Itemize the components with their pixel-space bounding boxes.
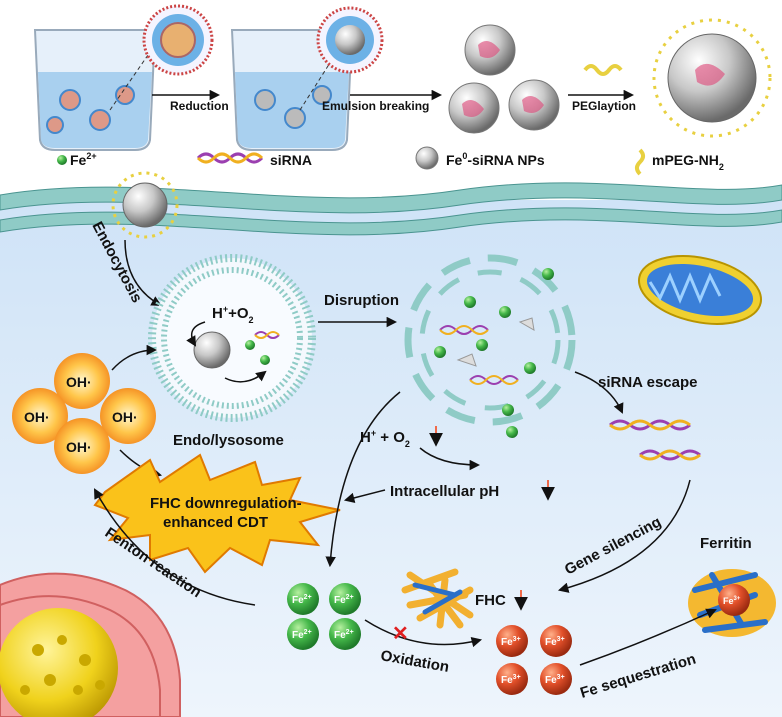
step-emulsion-label: Emulsion breaking [322, 99, 429, 113]
oh-radical-4: OH· [66, 439, 92, 455]
beaker-2 [230, 29, 354, 151]
arrow-h-o2 [186, 321, 206, 347]
arrow-oxidation [364, 619, 483, 648]
legend-nps: Fe0-siRNA NPs [446, 151, 545, 168]
oh-radical-1: OH· [66, 374, 92, 390]
endo-lysosome-label: Endo/lysosome [173, 432, 284, 449]
disrupted-vesicle [404, 254, 576, 438]
reverse-micelle-zoom-2 [316, 6, 384, 74]
step-pegylation-label: PEGlaytion [572, 99, 636, 113]
endo-lysosome [148, 254, 316, 422]
arrow-sirna-escape [574, 371, 624, 414]
reverse-micelle-zoom-1 [142, 4, 214, 76]
blocked-x-icon: ✕ [392, 623, 409, 645]
legend-sirna: siRNA [270, 152, 312, 168]
disruption-label: Disruption [324, 292, 399, 309]
fe2-ion-3: Fe2+ [292, 629, 312, 641]
oh-radicals [12, 353, 156, 474]
cdt-line1: FHC downregulation- [150, 495, 302, 512]
fe3-ion-3: Fe3+ [501, 674, 521, 686]
mitochondrion [637, 255, 763, 325]
zoom-line [299, 54, 336, 111]
cell-membrane [0, 182, 782, 236]
arrow-fenton [93, 488, 256, 606]
fe3-ion-4: Fe3+ [545, 674, 565, 686]
legend-peg: mPEG-NH2 [652, 152, 724, 172]
intracellular-ph-label: Intracellular pH [390, 483, 499, 500]
ferritin-cage [688, 569, 776, 637]
free-sirna [609, 419, 701, 461]
peg-legend-icon [635, 148, 645, 176]
h-o2-label: H++O2 [212, 304, 254, 325]
fe2-ion-1: Fe2+ [292, 594, 312, 606]
step-reduction-label: Reduction [170, 99, 229, 113]
peg-chain-icon [583, 64, 623, 76]
ferritin-label: Ferritin [700, 535, 752, 552]
arrow-gene-silencing [557, 479, 691, 593]
fe3-cluster [496, 625, 572, 695]
endocytosed-particle [111, 171, 179, 239]
sirna-escape-label: siRNA escape [598, 374, 698, 391]
legend-fe2: Fe2+ [70, 151, 97, 168]
cdt-burst [93, 453, 341, 574]
nucleus-er [0, 572, 181, 717]
nps-legend-icon [415, 146, 439, 170]
fe2-legend-icon [57, 155, 67, 165]
fe3-ion-1: Fe3+ [501, 636, 521, 648]
arrow-fe-sequestration [579, 608, 717, 666]
fhc-label: FHC [475, 592, 506, 609]
fhc-protein [401, 568, 474, 629]
oh-radical-2: OH· [24, 409, 50, 425]
cdt-line2: enhanced CDT [163, 514, 268, 531]
fe3-ion-2: Fe3+ [545, 636, 565, 648]
oh-radical-3: OH· [112, 409, 138, 425]
bare-nanoparticles [448, 24, 560, 134]
h-o2-low-label: H+ + O2 [360, 428, 410, 449]
ferritin-fe3: Fe3+ [723, 596, 741, 606]
arrow-endocytosis [124, 239, 162, 307]
pegylated-nanoparticle [652, 18, 772, 138]
fe2-ion-4: Fe2+ [334, 629, 354, 641]
fe2-cluster [287, 583, 361, 650]
fe2-ion-2: Fe2+ [334, 594, 354, 606]
beaker-1 [33, 29, 157, 151]
